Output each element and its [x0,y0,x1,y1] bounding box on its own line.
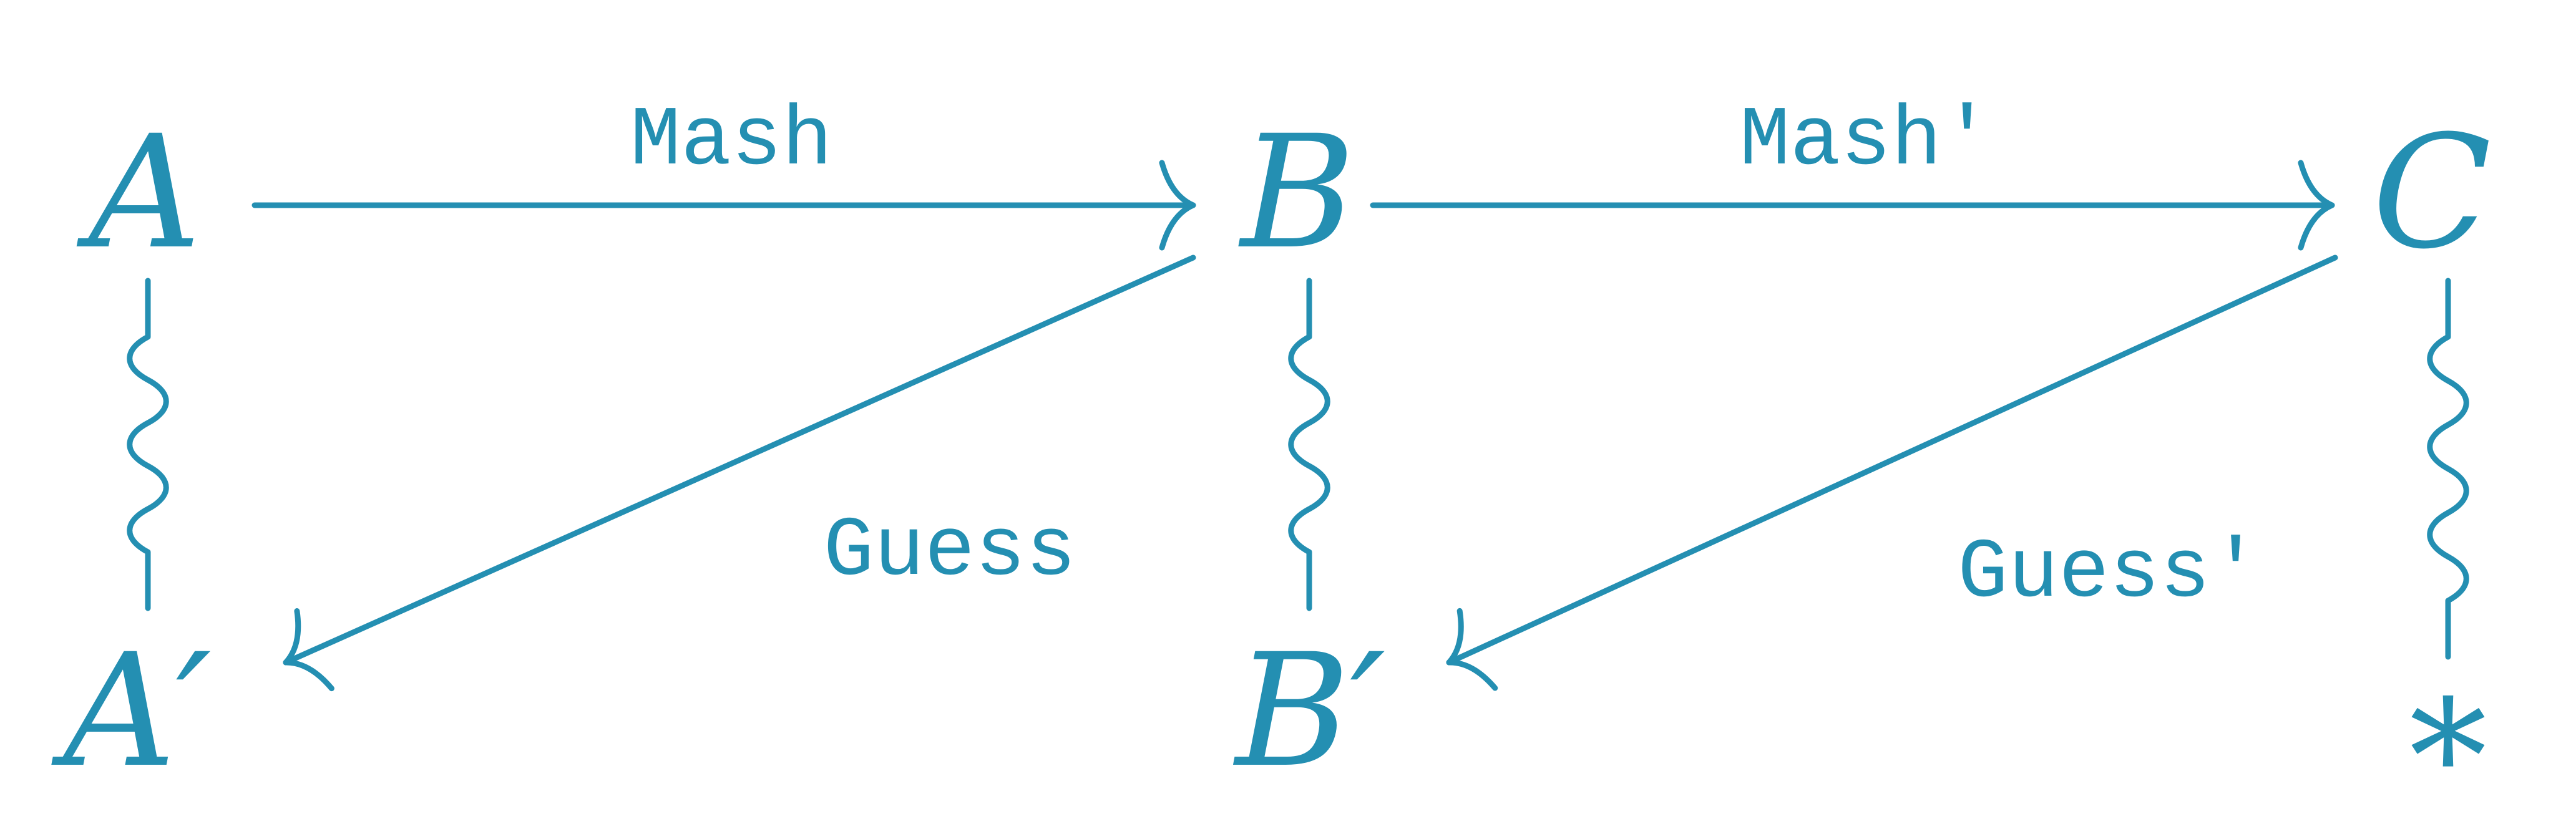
label-mash-prime: Mash′ [1739,94,1992,189]
squiggle-c-to-star [2427,278,2469,660]
label-guess-prime: Guess′ [1958,526,2261,621]
arrow-b-to-c [1370,160,2335,251]
node-c: C [2372,102,2491,283]
node-star: ∗ [2395,635,2501,817]
node-b: B [1238,102,1355,283]
node-a-prime: A′ [51,620,211,802]
arrow-c-to-b-prime [1446,255,2338,691]
label-mash: Mash [630,94,832,189]
node-a: A [76,102,202,283]
arrow-b-to-a-prime [283,255,1196,692]
arrow-a-to-b [251,160,1196,251]
squiggle-a-to-a-prime [127,278,169,611]
label-guess: Guess [823,504,1076,599]
node-b-prime: B′ [1233,620,1385,802]
squiggle-b-to-b-prime [1288,278,1330,611]
